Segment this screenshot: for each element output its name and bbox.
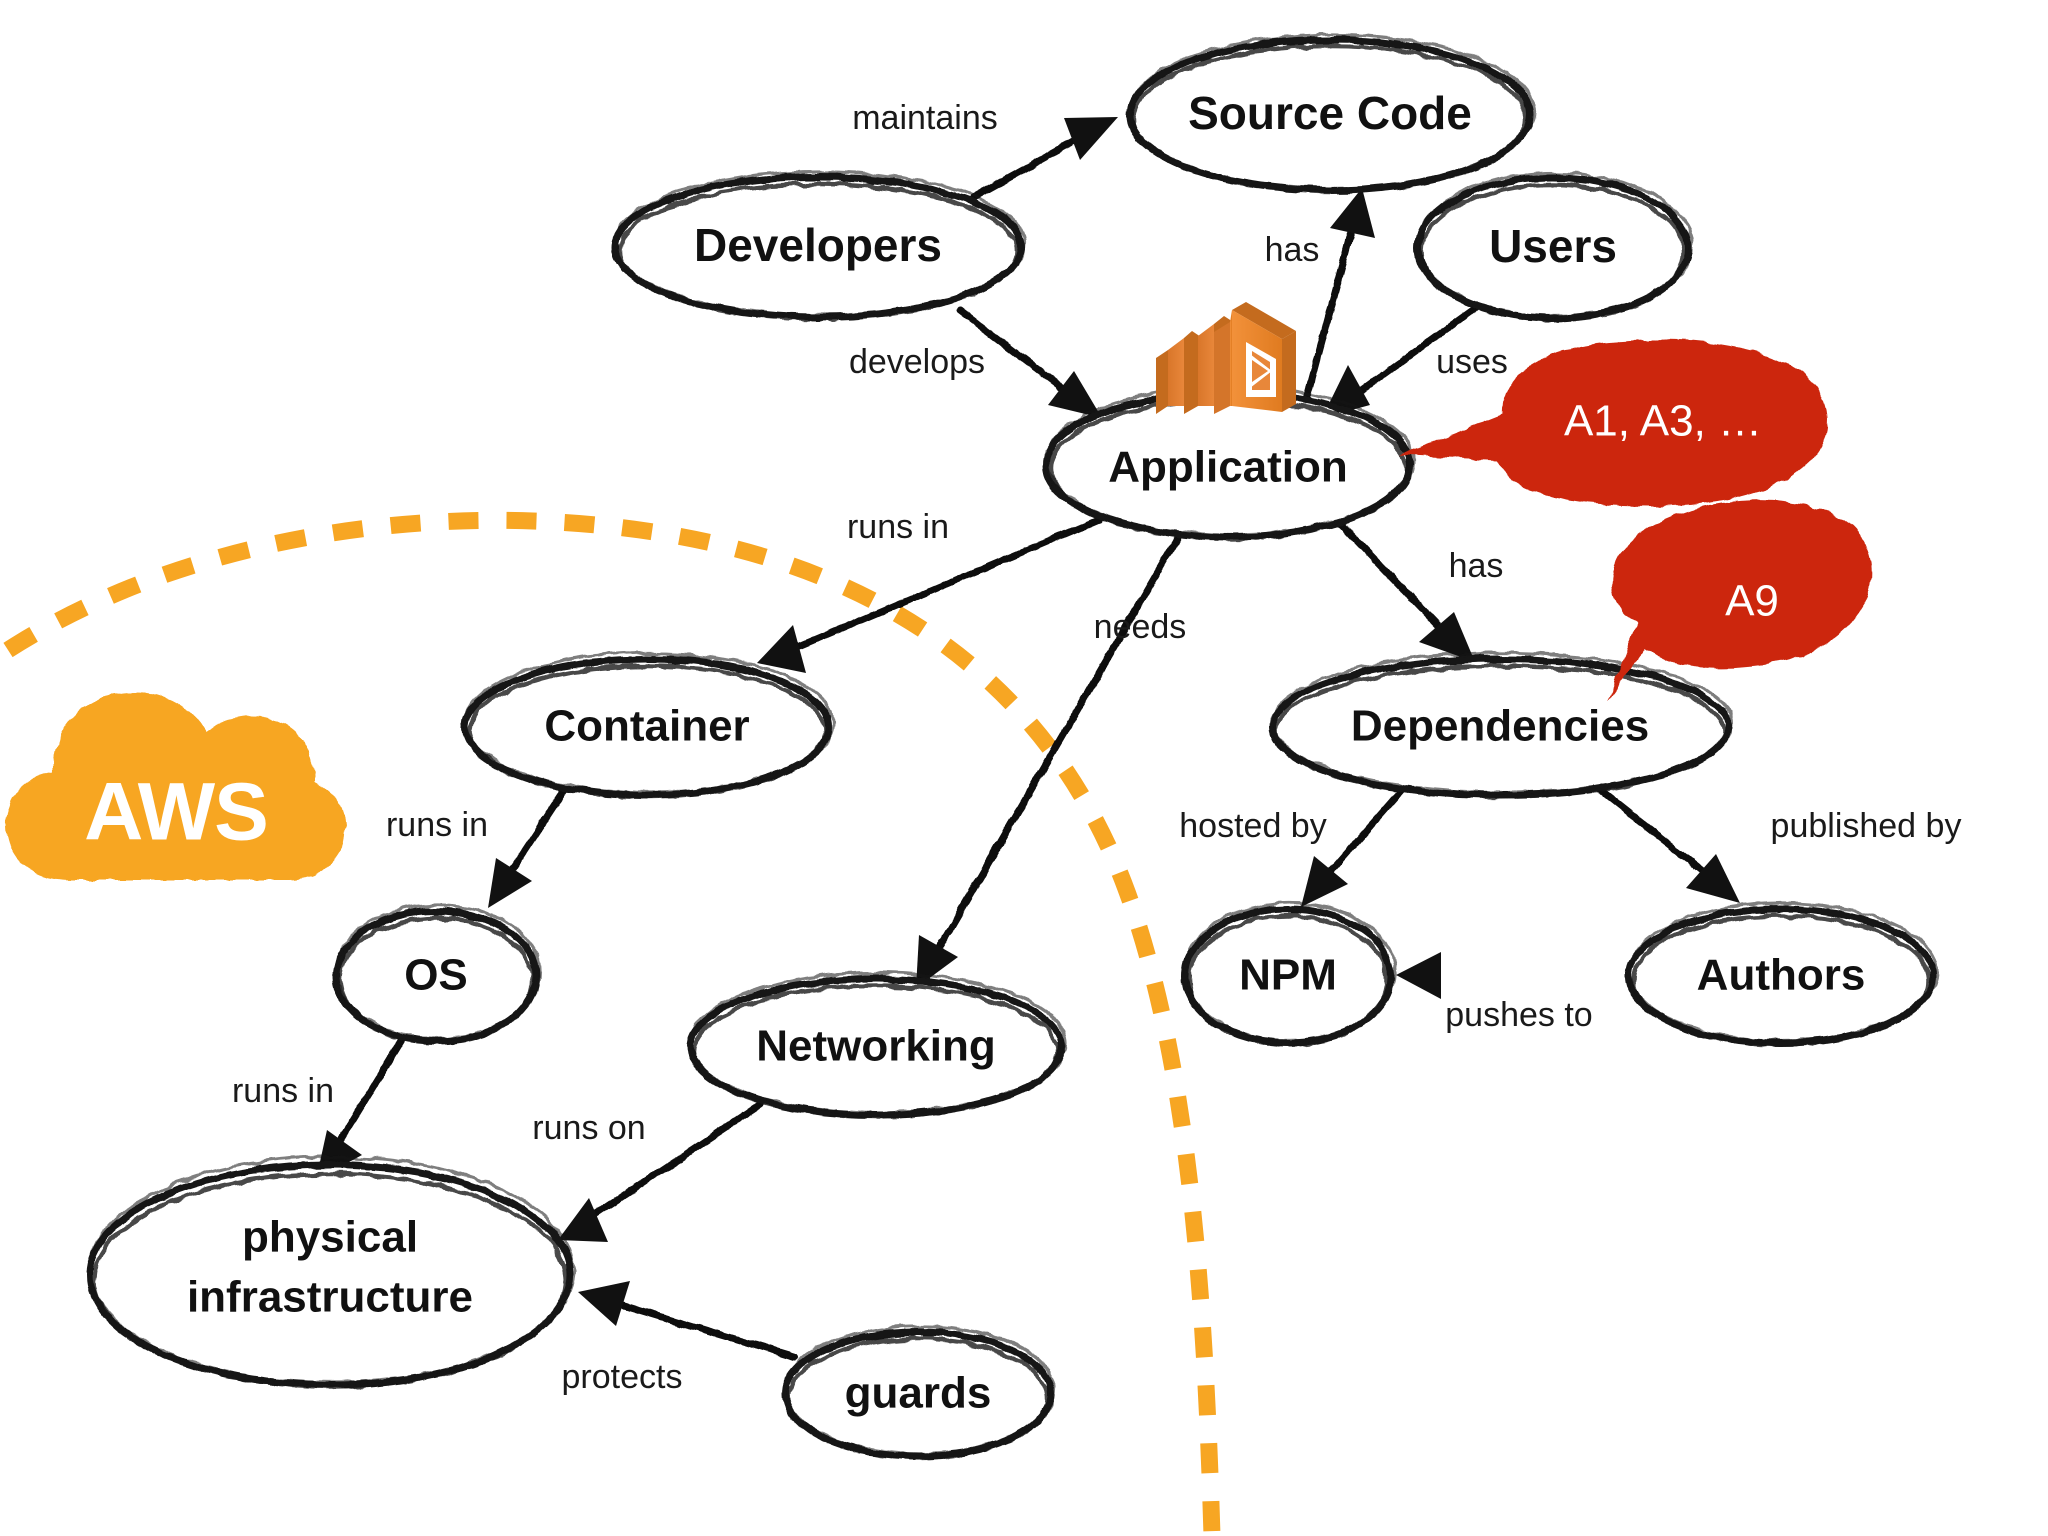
node-guards[interactable]: guards <box>781 1324 1057 1460</box>
node-label-npm: NPM <box>1239 951 1337 1000</box>
node-label-os: OS <box>404 951 468 1000</box>
edge-label-has-deps: has <box>1449 547 1504 585</box>
edge-label-uses: uses <box>1436 343 1508 381</box>
edge-label-maintains: maintains <box>852 99 998 137</box>
edge-application-has-dependencies <box>1333 516 1475 662</box>
node-developers[interactable]: Developers <box>611 170 1027 321</box>
edge-label-protects: protects <box>562 1358 683 1396</box>
edge-container-runs-in-os <box>488 782 571 908</box>
node-application[interactable]: Application <box>1042 385 1416 541</box>
edge-application-runs-in-container <box>757 516 1102 673</box>
edge-label-runs-on: runs on <box>532 1109 645 1147</box>
edge-dependencies-published-by-authors <box>1596 786 1740 903</box>
node-label-container: Container <box>544 702 749 751</box>
edge-label-runs-in-phys: runs in <box>232 1072 334 1110</box>
aws-cloud-logo: AWS <box>6 692 346 880</box>
edge-label-needs: needs <box>1094 608 1187 646</box>
edge-label-has-source: has <box>1265 231 1320 269</box>
node-layer: Source Code Developers Users <box>86 33 1939 1460</box>
node-users[interactable]: Users <box>1414 171 1694 322</box>
edge-developers-maintains-source-code <box>968 117 1118 202</box>
node-label-developers: Developers <box>694 219 942 271</box>
edge-authors-pushes-to-npm <box>1396 952 1626 999</box>
edge-label-runs-in-app: runs in <box>847 508 949 546</box>
edge-label-layer: maintains develops has uses runs in need… <box>232 99 1961 1396</box>
node-label-networking: Networking <box>756 1022 996 1071</box>
node-label-source-code: Source Code <box>1188 87 1472 139</box>
edge-application-has-source-code <box>1301 188 1375 409</box>
edge-application-needs-networking <box>916 533 1182 988</box>
edge-dependencies-hosted-by-npm <box>1301 786 1406 907</box>
callout-label-a1-a3: A1, A3, … <box>1564 397 1762 446</box>
node-container[interactable]: Container <box>461 651 835 799</box>
aws-lambda-icon <box>1156 302 1296 414</box>
node-networking[interactable]: Networking <box>686 971 1068 1119</box>
node-label-dependencies: Dependencies <box>1351 702 1649 751</box>
aws-cloud-logo-label: AWS <box>84 767 268 858</box>
edge-developers-develops-application <box>956 306 1102 418</box>
node-os[interactable]: OS <box>332 903 542 1045</box>
edge-label-hosted-by: hosted by <box>1179 807 1326 845</box>
edge-guards-protects-physical <box>578 1281 799 1361</box>
node-label-guards: guards <box>845 1369 992 1418</box>
edge-label-develops: develops <box>849 343 985 381</box>
node-label-physical-line1: physical <box>242 1213 418 1262</box>
node-label-authors: Authors <box>1697 951 1866 1000</box>
node-source-code[interactable]: Source Code <box>1126 33 1536 194</box>
node-label-users: Users <box>1489 220 1617 272</box>
node-physical-infrastructure[interactable]: physical infrastructure <box>86 1155 576 1389</box>
node-npm[interactable]: NPM <box>1181 901 1397 1047</box>
callout-a1-a3[interactable]: A1, A3, … <box>1400 340 1828 506</box>
edge-label-published-by: published by <box>1771 807 1962 845</box>
node-label-physical-line2: infrastructure <box>187 1273 473 1322</box>
callout-a9[interactable]: A9 <box>1607 500 1872 702</box>
aws-trust-boundary <box>3 511 1221 1536</box>
node-authors[interactable]: Authors <box>1625 901 1939 1047</box>
edge-label-pushes-to: pushes to <box>1445 996 1592 1034</box>
callout-label-a9: A9 <box>1725 577 1779 626</box>
node-dependencies[interactable]: Dependencies <box>1268 651 1734 799</box>
node-label-application: Application <box>1108 443 1348 492</box>
edge-networking-runs-on-physical <box>558 1101 764 1242</box>
edge-label-runs-in-os: runs in <box>386 806 488 844</box>
edge-layer <box>316 117 1740 1361</box>
